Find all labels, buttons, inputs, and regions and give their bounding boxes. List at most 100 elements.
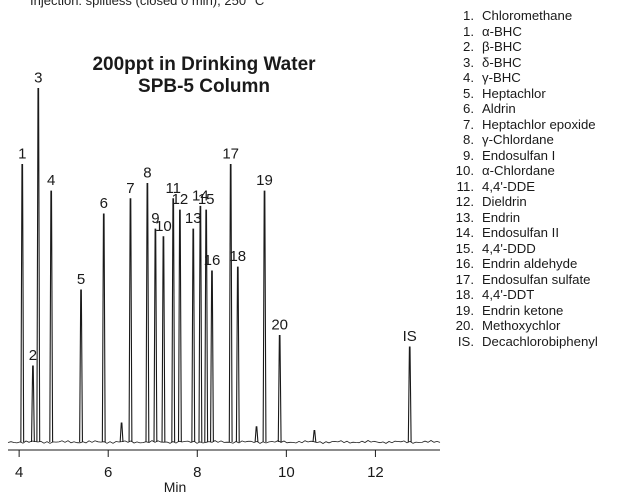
legend-item: 7. Heptachlor epoxide: [450, 117, 598, 133]
peak-label-14: 14: [192, 187, 209, 204]
legend-item-name: Heptachlor: [482, 85, 546, 101]
peak-label-20: 20: [271, 317, 288, 334]
x-tick-label-8: 8: [193, 464, 201, 481]
legend-item-name: Decachlorobiphenyl: [482, 333, 598, 349]
legend-item: 15. 4,4'-DDD: [450, 241, 598, 257]
legend-item-number: 3.: [463, 54, 474, 70]
peak-2: [30, 365, 35, 443]
legend-item-number: 6.: [463, 101, 474, 116]
legend-item-number: 4.: [463, 70, 474, 85]
peak-label-13: 13: [185, 210, 202, 227]
peak-14: [198, 205, 203, 443]
peak-label-15: 15: [198, 191, 215, 208]
legend-item-name: Aldrin: [482, 101, 516, 116]
peak-IS: [407, 346, 412, 443]
legend-item: 1. Chloromethane: [450, 8, 598, 24]
peak-13: [191, 228, 196, 443]
chart-subtitle: SPB-5 Column: [138, 76, 270, 97]
legend-item-name: Heptachlor epoxide: [482, 116, 596, 132]
legend-item-number: 11.: [456, 178, 474, 194]
legend-item-number: 20.: [455, 318, 474, 333]
legend-item: 4.γ-BHC: [450, 70, 598, 86]
legend-item-name: Endrin aldehyde: [482, 256, 578, 271]
legend-item-number: 12.: [455, 194, 474, 209]
peak-label-1: 1: [18, 146, 26, 163]
legend-item-name: Endosulfan II: [482, 225, 559, 240]
legend-item-number: 5.: [463, 85, 474, 101]
legend-item: 2. β-BHC: [450, 39, 598, 55]
legend-item-name: Endosulfan sulfate: [482, 271, 591, 287]
peak-1: [20, 164, 25, 443]
legend-item: 18. 4,4'-DDT: [450, 287, 598, 303]
legend-item: IS. Decachlorobiphenyl: [450, 334, 598, 350]
legend-item: 3. δ-BHC: [450, 55, 598, 71]
peak-15: [204, 209, 209, 443]
legend-item-number: 8.: [463, 132, 474, 147]
legend-item-name: Endrin: [482, 209, 521, 225]
chart-title: 200ppt in Drinking Water: [92, 54, 316, 75]
peak-9: [153, 228, 158, 443]
legend-item: 17. Endosulfan sulfate: [450, 272, 598, 288]
peak-label-8: 8: [143, 165, 151, 182]
x-tick-label-4: 4: [15, 464, 23, 481]
peak-19: [262, 190, 267, 443]
peak-label-12: 12: [172, 191, 189, 208]
peak-3: [36, 88, 41, 443]
legend-item-name: Dieldrin: [482, 194, 527, 209]
legend-item-name: α-BHC: [482, 23, 522, 39]
legend-item-name: 4,4'-DDE: [482, 178, 536, 194]
legend-item: 14. Endosulfan II: [450, 225, 598, 241]
legend-item-number: 18.: [455, 287, 474, 302]
legend-item: 1. α-BHC: [450, 24, 598, 40]
legend-item: 5. Heptachlor: [450, 86, 598, 102]
peak-12: [177, 209, 182, 443]
legend-item-name: Endosulfan I: [482, 147, 556, 163]
peak-label-9: 9: [151, 210, 159, 227]
peak-label-11: 11: [165, 180, 181, 197]
peak-label-5: 5: [77, 271, 85, 288]
legend-item-number: 16.: [455, 256, 474, 271]
peak-16: [210, 270, 214, 443]
legend-item: 8. γ-Chlordane: [450, 132, 598, 148]
legend-item-number: 7.: [463, 116, 474, 132]
peak-label-2: 2: [29, 347, 37, 364]
legend-item-name: δ-BHC: [482, 54, 522, 70]
legend-item: 20.Methoxychlor: [450, 318, 598, 334]
chromatogram-chart: 200ppt in Drinking Water SPB-5 Column 12…: [7, 54, 441, 495]
peak-minor-22: [254, 426, 259, 443]
legend-item-name: α-Chlordane: [482, 163, 555, 178]
legend-item-number: 2.: [463, 39, 474, 54]
peak-label-6: 6: [100, 195, 108, 212]
peak-4: [49, 190, 54, 443]
legend-item-number: 1.: [463, 8, 474, 23]
legend-item: 13. Endrin: [450, 210, 598, 226]
legend-item: 10.α-Chlordane: [450, 163, 598, 179]
legend-item-name: Endrin ketone: [482, 302, 564, 318]
peak-20: [277, 335, 282, 443]
legend-item: 9.Endosulfan I: [450, 148, 598, 164]
legend-item-number: IS.: [457, 333, 474, 349]
legend-item-number: 15.: [455, 240, 474, 256]
legend-item-name: Chloromethane: [482, 8, 573, 23]
peak-18: [235, 266, 240, 443]
legend-item-number: 13.: [455, 209, 474, 225]
injection-note: Injection: splitless (closed 0 min), 250…: [30, 0, 265, 8]
peak-10: [161, 236, 166, 443]
x-axis-label: Min: [164, 479, 187, 495]
peak-label-3: 3: [34, 70, 42, 87]
peak-8: [145, 183, 150, 443]
legend-item-name: 4,4'-DDT: [482, 287, 535, 302]
legend-item-name: γ-Chlordane: [482, 132, 554, 147]
peak-label-IS: IS: [403, 328, 417, 345]
baseline-trace: [7, 440, 441, 444]
legend-item-number: 14.: [455, 225, 474, 240]
peak-11: [171, 198, 176, 443]
peak-5: [79, 289, 83, 443]
legend-item-name: 4,4'-DDD: [482, 240, 536, 256]
legend-item: 19. Endrin ketone: [450, 303, 598, 319]
legend-item-number: 19.: [455, 302, 474, 318]
legend-item-name: β-BHC: [482, 39, 522, 54]
peak-minor-21: [119, 422, 124, 443]
legend-item-number: 17.: [455, 271, 474, 287]
legend-item-number: 1.: [463, 23, 474, 39]
